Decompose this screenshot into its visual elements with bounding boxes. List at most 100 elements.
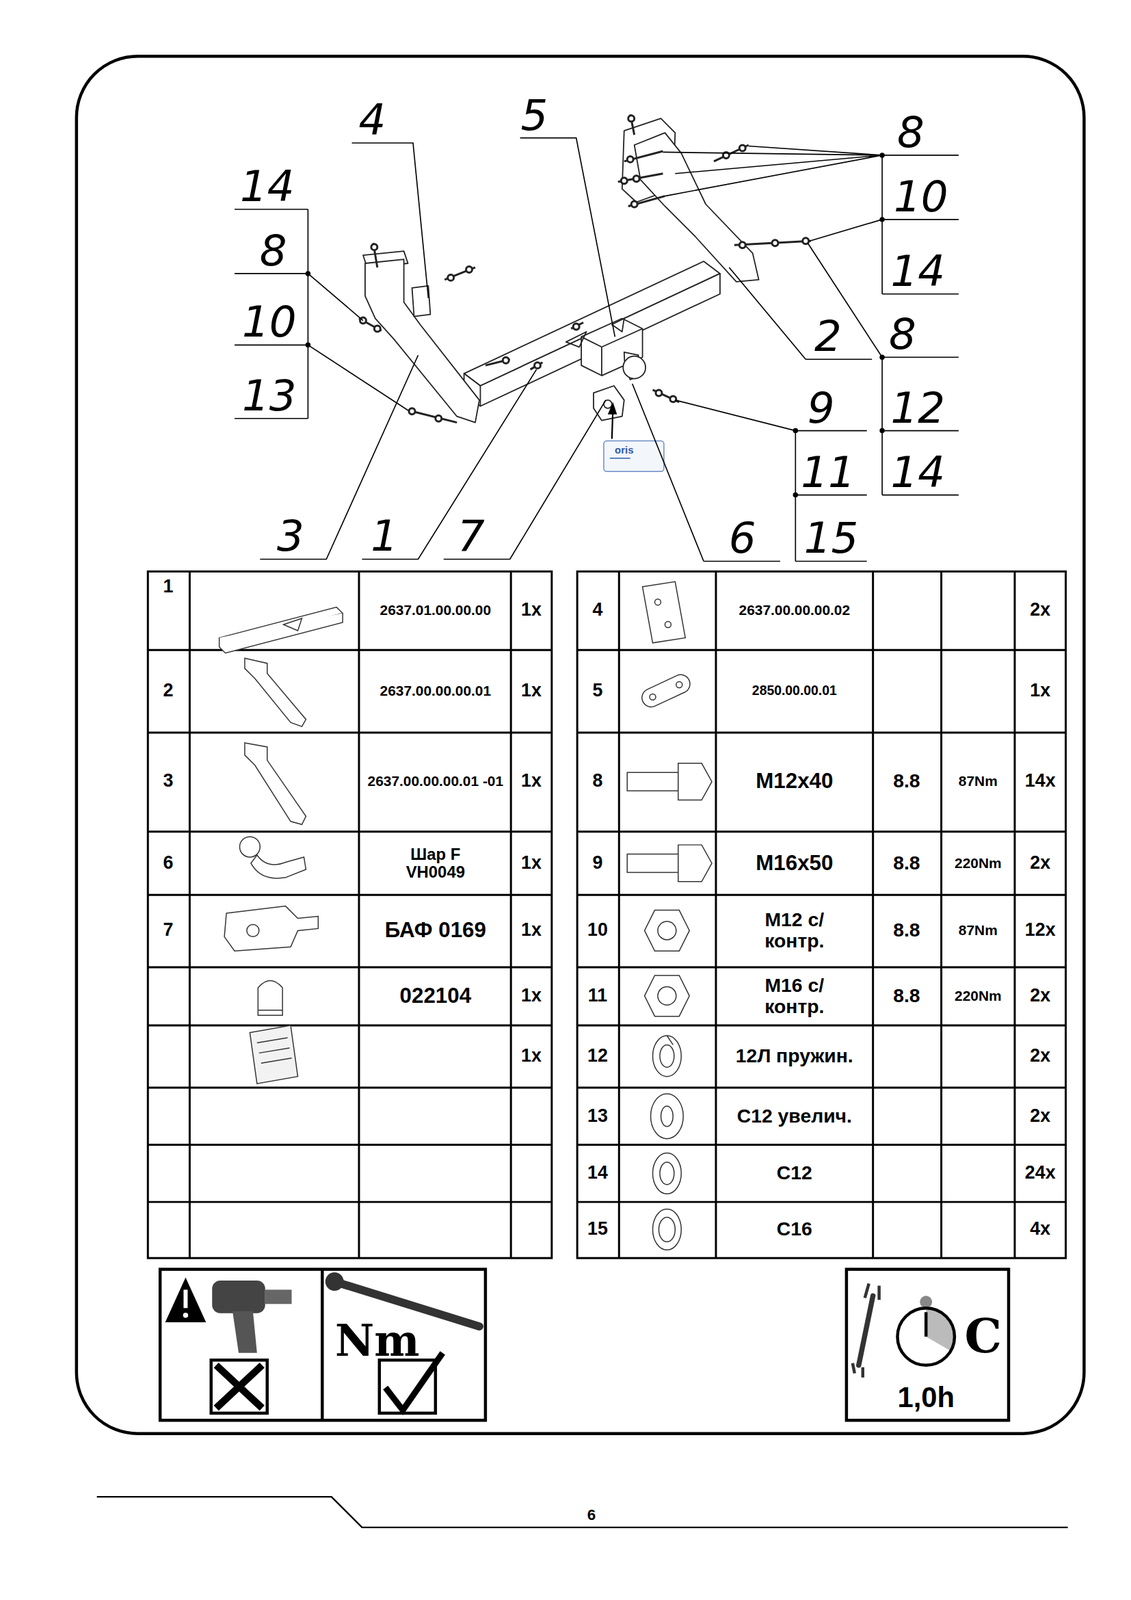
table-cell: 14x bbox=[1025, 771, 1056, 792]
table-cell: M16x50 bbox=[717, 851, 872, 875]
table-cell: 6 bbox=[163, 852, 174, 874]
table-cell: 12x bbox=[1025, 919, 1056, 941]
bolt-set bbox=[466, 265, 473, 273]
part-icon bbox=[644, 975, 690, 1017]
part-icon bbox=[650, 1093, 684, 1139]
table-cell: 220Nm bbox=[954, 854, 1002, 871]
bolt-set bbox=[502, 356, 509, 364]
leader-dot bbox=[793, 428, 798, 433]
table-cell: 1x bbox=[521, 919, 542, 941]
tool-icons bbox=[183, 1288, 188, 1308]
table-cell: БАФ 0169 bbox=[354, 918, 518, 942]
leader-line bbox=[674, 400, 796, 431]
bolt-set bbox=[633, 175, 640, 182]
callout-number: 10 bbox=[893, 173, 949, 221]
table-cell: 10 bbox=[587, 919, 608, 941]
leader-line bbox=[520, 138, 616, 338]
table-cell: 2x bbox=[1029, 985, 1051, 1006]
table-cell: 022104 bbox=[354, 983, 518, 1007]
part-icon bbox=[257, 979, 283, 1015]
parts-table-grid bbox=[189, 570, 511, 1258]
towbar-illustration bbox=[622, 356, 646, 379]
tool-icons bbox=[924, 1311, 928, 1337]
leader-line bbox=[307, 273, 408, 411]
tool-icons bbox=[232, 1310, 258, 1353]
part-icon bbox=[642, 581, 686, 643]
tool-icons bbox=[211, 1280, 266, 1313]
part-icon bbox=[219, 581, 712, 1250]
table-cell: 5 bbox=[592, 680, 604, 701]
table-cell: M16 с/контр. bbox=[743, 973, 846, 1017]
part-icon bbox=[257, 1037, 292, 1063]
callout-number: 11 bbox=[800, 448, 856, 496]
table-cell: 13 bbox=[587, 1105, 608, 1127]
tool-icons bbox=[216, 1364, 262, 1408]
callout-number: 4 bbox=[358, 97, 386, 145]
callout-number: 3 bbox=[276, 512, 305, 561]
part-icon bbox=[659, 1044, 675, 1067]
sticker bbox=[603, 402, 664, 472]
table-cell: 2x bbox=[1029, 1105, 1051, 1127]
part-icon bbox=[627, 772, 679, 791]
part-icon bbox=[657, 921, 677, 940]
table-cell: 12 bbox=[587, 1045, 608, 1067]
tool-icons bbox=[165, 1276, 207, 1322]
callout-number: 5 bbox=[521, 91, 549, 139]
leader-dot bbox=[879, 216, 885, 222]
table-cell: 2850.00.00.01 bbox=[717, 683, 872, 698]
tool-icons bbox=[160, 1269, 486, 1421]
tool-icons bbox=[265, 1288, 292, 1304]
table-cell: 11 bbox=[588, 985, 608, 1006]
callout-number: 12 bbox=[890, 384, 946, 432]
table-cell: 8 bbox=[592, 771, 604, 792]
leader-dot bbox=[879, 354, 885, 359]
part-icon bbox=[224, 906, 318, 952]
towbar-illustration bbox=[464, 261, 721, 386]
table-cell: 1x bbox=[521, 771, 542, 792]
table-cell: 4 bbox=[592, 599, 604, 621]
table-cell: 2637.00.00.00.01 -01 bbox=[365, 773, 507, 790]
icon-text: C bbox=[964, 1310, 1002, 1362]
leader-line bbox=[234, 138, 959, 562]
callout-number: 6 bbox=[728, 514, 757, 563]
tool-icons bbox=[897, 1307, 955, 1365]
sticker bbox=[607, 402, 617, 415]
table-cell: 12Л пружин. bbox=[717, 1044, 872, 1067]
table-cell: 2637.01.00.00.00 bbox=[354, 601, 518, 618]
part-icon bbox=[249, 1025, 298, 1084]
table-cell: 87Nm bbox=[958, 773, 998, 790]
part-icon bbox=[678, 763, 712, 801]
table-cell: С12 увелич. bbox=[717, 1105, 872, 1127]
leader-dot bbox=[305, 270, 311, 276]
table-cell: 8.8 bbox=[893, 770, 920, 792]
callout-number: 8 bbox=[259, 227, 288, 275]
table-cell: M12 с/контр. bbox=[743, 908, 846, 952]
table-cell: 3 bbox=[163, 771, 174, 792]
part-icon bbox=[244, 742, 306, 824]
tool-icons bbox=[320, 1269, 324, 1421]
part-icon bbox=[676, 681, 683, 688]
part-icon bbox=[649, 693, 656, 700]
tool-icons bbox=[925, 1307, 954, 1351]
towbar-illustration bbox=[464, 273, 721, 407]
parts-table-grid bbox=[147, 649, 552, 1202]
leader-dot bbox=[305, 342, 311, 348]
callout-number: 13 bbox=[242, 371, 297, 420]
table-cell: 2x bbox=[1029, 852, 1051, 874]
page-frame bbox=[76, 56, 1085, 1433]
bolt-set bbox=[631, 201, 638, 208]
bolt-set bbox=[628, 115, 635, 122]
callout-number: 14 bbox=[890, 448, 946, 496]
part-icon bbox=[638, 671, 693, 710]
parts-table-grid bbox=[577, 570, 1066, 1258]
part-icon bbox=[657, 986, 677, 1005]
part-icon bbox=[659, 1161, 675, 1185]
table-cell: 1x bbox=[1029, 680, 1051, 701]
parts-table-grid bbox=[147, 570, 552, 1258]
part-icon bbox=[246, 923, 260, 937]
part-icon bbox=[257, 1009, 283, 1010]
page-frame bbox=[97, 1496, 1069, 1527]
callout-number: 10 bbox=[242, 298, 297, 347]
table-cell: 220Nm bbox=[954, 987, 1002, 1004]
